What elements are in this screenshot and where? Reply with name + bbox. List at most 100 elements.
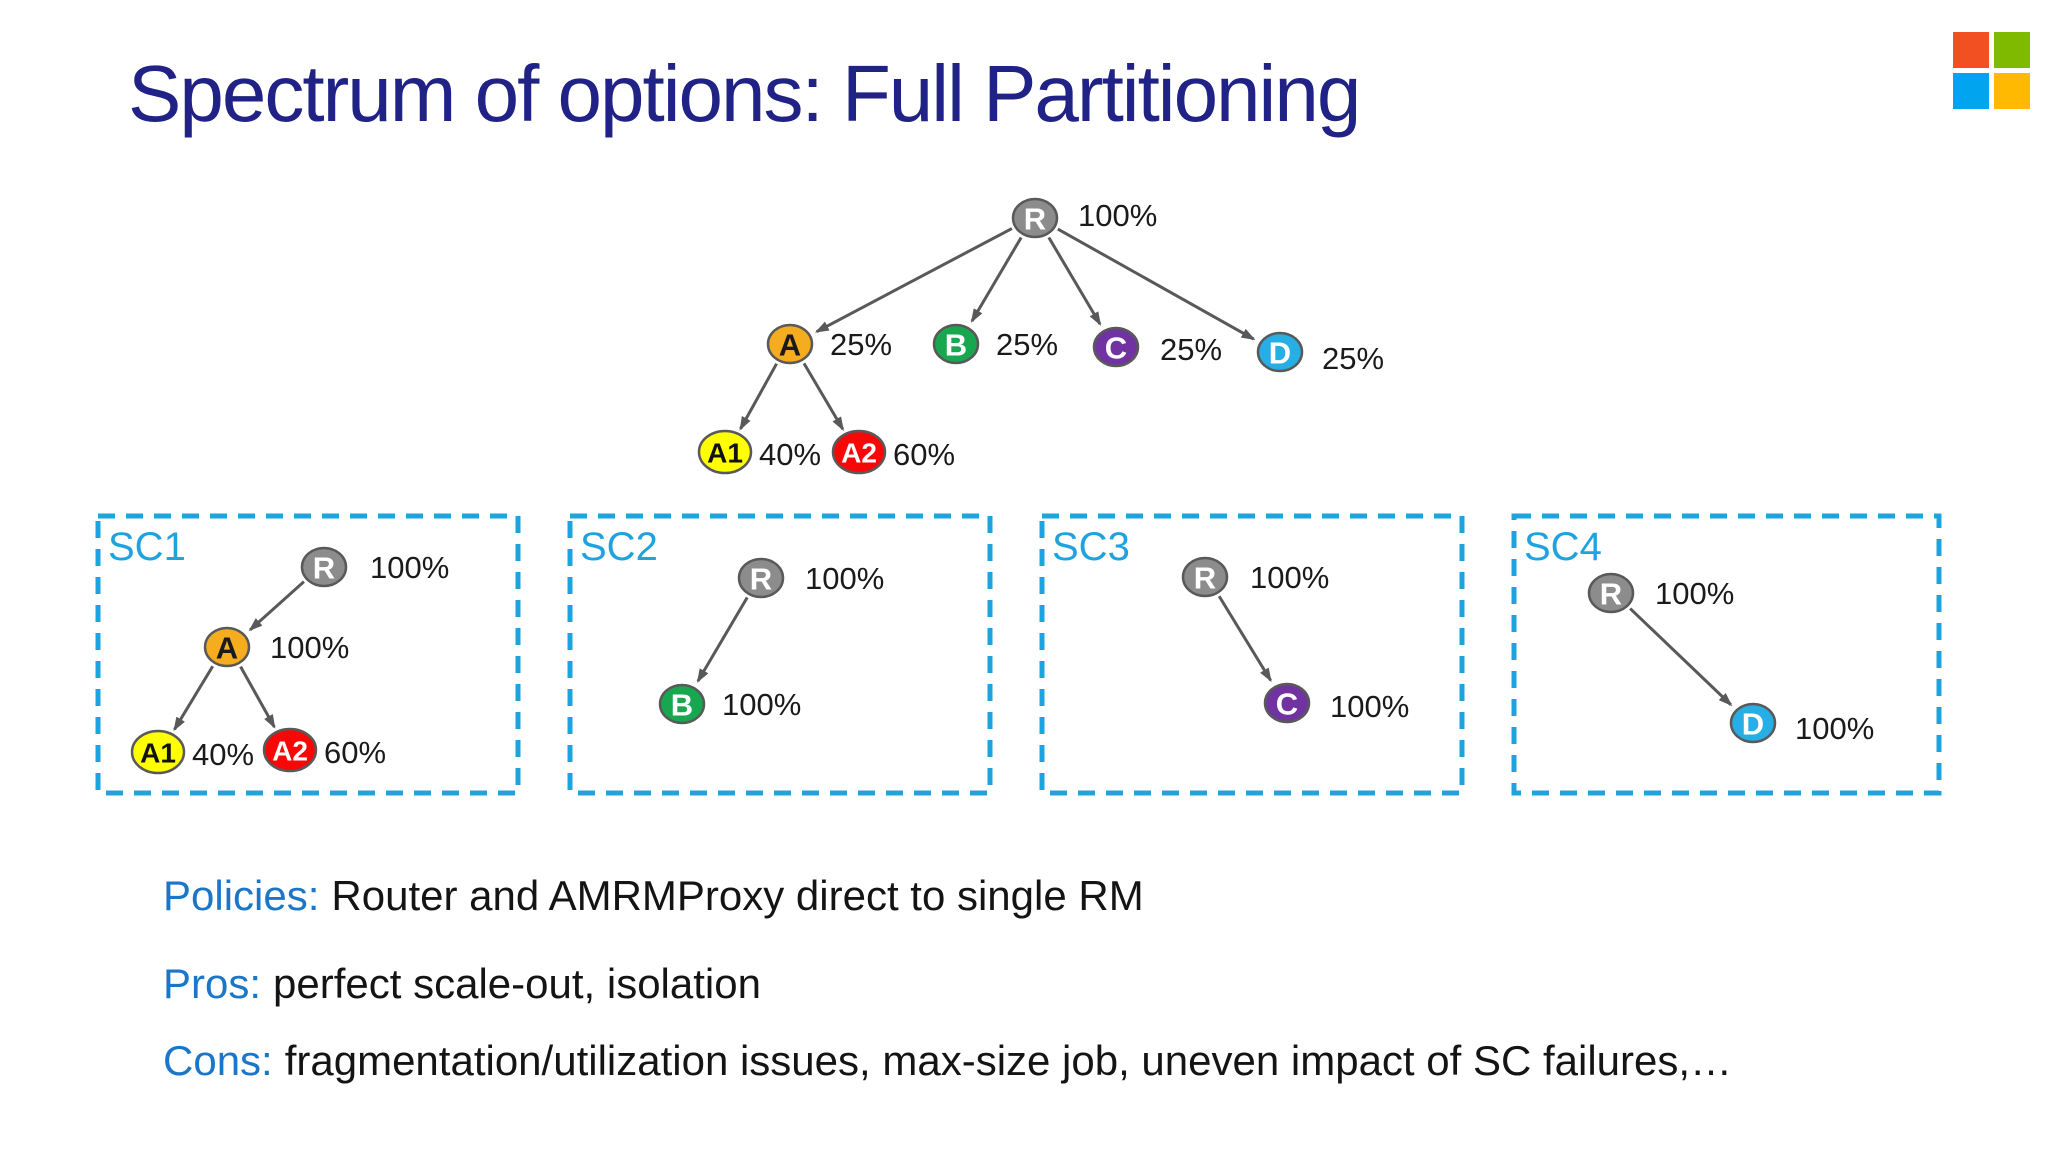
queue-node-circle xyxy=(737,557,785,599)
queue-node-circle xyxy=(932,323,980,365)
queue-share-label: 25% xyxy=(1322,341,1384,376)
queue-node-circle xyxy=(1011,197,1059,239)
queue-node-letter: R xyxy=(1024,202,1046,237)
main-node-A2: A2 60% xyxy=(831,429,955,475)
queue-node-circle xyxy=(1587,572,1635,614)
queue-node-letter: A1 xyxy=(140,738,176,769)
queue-node-circle xyxy=(831,429,887,475)
subcluster-label: SC2 xyxy=(580,525,658,569)
queue-share-label: 40% xyxy=(192,737,254,772)
main-edge-R-C xyxy=(1047,236,1102,326)
pros-label: Pros: xyxy=(163,960,262,1007)
queue-share-label: 100% xyxy=(1655,576,1734,611)
queue-node-letter: A2 xyxy=(272,736,308,767)
policies-label: Policies: xyxy=(163,872,320,919)
main-edge-R-A xyxy=(814,227,1013,333)
main-edge-R-B xyxy=(970,236,1023,323)
queue-node-letter: A xyxy=(216,631,238,666)
subcluster-box xyxy=(1039,513,1465,796)
queue-node-letter: R xyxy=(1194,561,1216,596)
SC1-node-A2: A2 60% xyxy=(262,727,386,773)
queue-node-letter: C xyxy=(1105,331,1127,366)
page-title: Spectrum of options: Full Partitioning xyxy=(128,49,1361,138)
queue-node-letter: C xyxy=(1276,687,1298,722)
SC1-node-A1: A1 40% xyxy=(130,729,254,775)
subcluster-box xyxy=(567,513,993,796)
queue-node-circle xyxy=(1263,682,1311,724)
SC1-node-R: R 100% xyxy=(300,546,449,588)
logo-square-yellow xyxy=(1994,73,2030,109)
queue-share-label: 25% xyxy=(1160,332,1222,367)
queue-node-letter: A1 xyxy=(707,438,743,469)
main-node-C: C 25% xyxy=(1092,326,1222,368)
queue-node-letter: B xyxy=(671,688,693,723)
queue-node-letter: B xyxy=(945,328,967,363)
main-edge-A-A2 xyxy=(802,362,845,431)
SC1-node-A: A 100% xyxy=(203,626,349,668)
main-node-D: D 25% xyxy=(1256,331,1384,376)
policies-line: Policies:Router and AMRMProxy direct to … xyxy=(163,872,1144,920)
queue-node-circle xyxy=(262,727,318,773)
queue-share-label: 40% xyxy=(759,437,821,472)
queue-share-label: 60% xyxy=(324,735,386,770)
queue-node-circle xyxy=(1256,331,1304,373)
logo-square-green xyxy=(1994,32,2030,68)
SC2-node-B: B 100% xyxy=(658,683,801,725)
pros-line: Pros:perfect scale-out, isolation xyxy=(163,960,761,1008)
SC3-node-R: R 100% xyxy=(1181,556,1329,598)
queue-node-circle xyxy=(658,683,706,725)
queue-node-circle xyxy=(1181,556,1229,598)
queue-share-label: 100% xyxy=(1795,711,1874,746)
subcluster-label: SC1 xyxy=(108,525,186,569)
queue-share-label: 25% xyxy=(996,327,1058,362)
main-edge-R-D xyxy=(1057,227,1256,341)
queue-node-letter: A xyxy=(779,328,801,363)
subcluster-label: SC4 xyxy=(1524,525,1602,569)
SC1-edge-A-A1 xyxy=(173,665,215,732)
pros-text: perfect scale-out, isolation xyxy=(273,960,761,1007)
queue-node-circle xyxy=(697,429,753,475)
queue-node-circle xyxy=(300,546,348,588)
queue-node-letter: A2 xyxy=(841,438,877,469)
queue-node-circle xyxy=(766,323,814,365)
logo-square-red xyxy=(1953,32,1989,68)
policies-text: Router and AMRMProxy direct to single RM xyxy=(331,872,1144,919)
queue-node-letter: D xyxy=(1269,336,1291,371)
SC4-node-D: D 100% xyxy=(1729,702,1874,746)
SC3-edge-R-C xyxy=(1217,595,1272,683)
cons-line: Cons:fragmentation/utilization issues, m… xyxy=(163,1037,1732,1085)
main-node-A: A 25% xyxy=(766,323,892,365)
queue-share-label: 100% xyxy=(1330,689,1409,724)
queue-share-label: 100% xyxy=(722,687,801,722)
queue-node-circle xyxy=(130,729,186,775)
queue-node-letter: R xyxy=(313,551,335,586)
main-node-A1: A1 40% xyxy=(697,429,821,475)
main-node-B: B 25% xyxy=(932,323,1058,365)
queue-node-letter: D xyxy=(1742,707,1764,742)
queue-share-label: 100% xyxy=(370,550,449,585)
queue-node-circle xyxy=(1092,326,1140,368)
subcluster-label: SC3 xyxy=(1052,525,1130,569)
queue-share-label: 25% xyxy=(830,327,892,362)
SC4-edge-R-D xyxy=(1629,607,1733,707)
queue-node-letter: R xyxy=(750,562,772,597)
queue-share-label: 60% xyxy=(893,437,955,472)
queue-node-circle xyxy=(203,626,251,668)
subcluster-box xyxy=(1511,513,1942,796)
queue-share-label: 100% xyxy=(270,630,349,665)
queue-share-label: 100% xyxy=(1250,560,1329,595)
subcluster-box xyxy=(95,513,521,796)
main-edge-A-A1 xyxy=(739,362,778,431)
cons-label: Cons: xyxy=(163,1037,273,1084)
microsoft-logo-icon xyxy=(1953,32,2030,109)
SC2-edge-R-B xyxy=(696,596,749,683)
